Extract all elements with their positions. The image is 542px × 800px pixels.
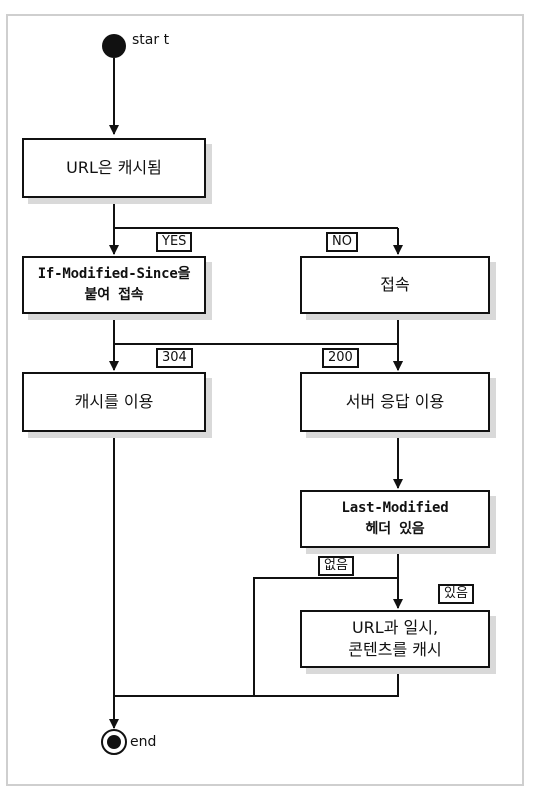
label-present: 있음 — [438, 584, 474, 604]
box-if-modified-since: If-Modified-Since을 붙여 접속 — [22, 256, 206, 314]
box-connect: 접속 — [300, 256, 490, 314]
label-no: NO — [326, 232, 358, 252]
start-label: star t — [132, 32, 170, 48]
end-label: end — [130, 734, 157, 750]
box-url-cached: URL은 캐시됨 — [22, 138, 206, 198]
label-304: 304 — [156, 348, 193, 368]
label-absent: 없음 — [318, 556, 354, 576]
box-last-modified: Last-Modified 헤더 있음 — [300, 490, 490, 548]
box-use-cache: 캐시를 이용 — [22, 372, 206, 432]
box-cache-url: URL과 일시, 콘텐츠를 캐시 — [300, 610, 490, 668]
box-use-server-response: 서버 응답 이용 — [300, 372, 490, 432]
label-200: 200 — [322, 348, 359, 368]
label-yes: YES — [156, 232, 193, 252]
